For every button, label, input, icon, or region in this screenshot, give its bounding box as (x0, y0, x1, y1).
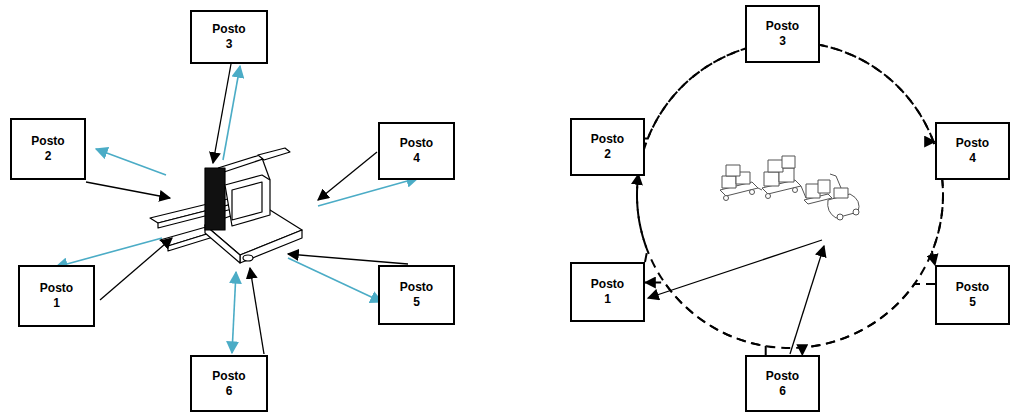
station-label: Posto 4 (397, 136, 437, 166)
station-label: Posto 2 (588, 132, 628, 162)
route-arrow (645, 283, 766, 356)
station-box: Posto 6 (190, 355, 268, 412)
route-arrow (802, 284, 935, 355)
station-box: Posto 6 (745, 355, 820, 412)
flow-arrows (56, 64, 418, 354)
station-label: Posto 3 (763, 19, 803, 49)
station-box: Posto 2 (10, 118, 86, 180)
train-arrows (648, 240, 824, 354)
route-arrow (801, 42, 935, 141)
route-arrow (637, 174, 647, 262)
station-label: Posto 5 (953, 280, 993, 310)
station-box: Posto 5 (935, 265, 1010, 325)
station-box: Posto 4 (378, 122, 455, 180)
station-label: Posto 6 (209, 369, 249, 399)
station-label: Posto 1 (588, 277, 628, 307)
station-box: Posto 4 (935, 122, 1010, 180)
station-label: Posto 5 (397, 280, 437, 310)
station-box: Posto 5 (378, 265, 455, 325)
station-label: Posto 4 (953, 136, 993, 166)
station-box: Posto 3 (745, 5, 820, 63)
station-box: Posto 2 (570, 118, 645, 176)
station-box: Posto 3 (190, 10, 268, 64)
station-box: Posto 1 (570, 262, 645, 322)
route-arrow (932, 177, 943, 265)
tugger-train (720, 156, 859, 220)
station-label: Posto 6 (763, 369, 803, 399)
station-label: Posto 3 (209, 22, 249, 52)
station-box: Posto 1 (18, 265, 95, 327)
milk-run-loop (637, 42, 943, 348)
station-label: Posto 1 (37, 281, 77, 311)
pallet-truck (150, 148, 302, 263)
station-label: Posto 2 (28, 134, 68, 164)
